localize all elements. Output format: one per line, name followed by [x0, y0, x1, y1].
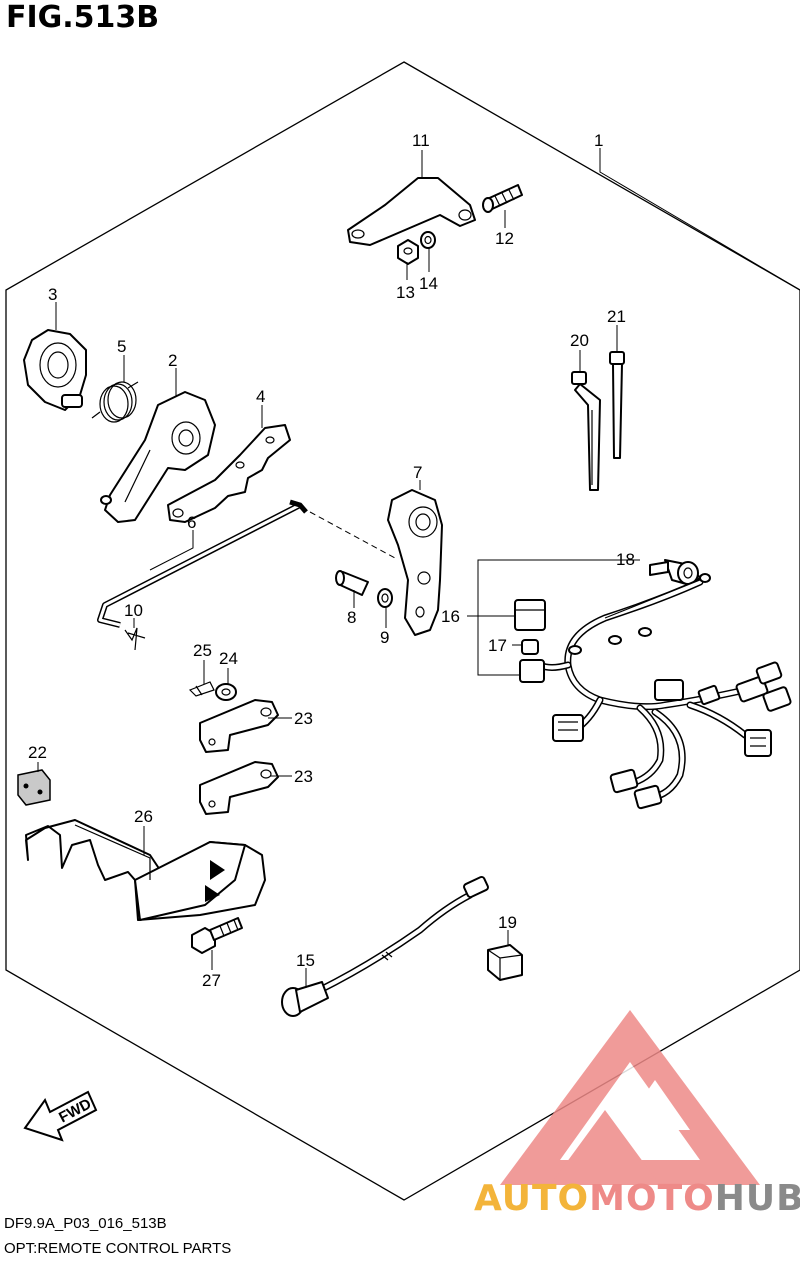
callout-16: 16 [441, 607, 460, 626]
callout-17: 17 [488, 636, 507, 655]
callout-18: 18 [616, 550, 635, 569]
callout-25: 25 [193, 641, 212, 660]
plate-part-4 [167, 424, 291, 523]
figure-title: FIG.513B [6, 0, 160, 35]
watermark-hub: HUB [714, 1178, 800, 1219]
bracket-part-11 [347, 177, 476, 246]
callout-2: 2 [168, 351, 177, 370]
callout-9: 9 [380, 628, 389, 647]
callout-8: 8 [347, 608, 356, 627]
spring-part-5 [91, 381, 139, 423]
clip-part-10 [124, 627, 146, 651]
callout-26: 26 [134, 807, 153, 826]
mounting-bracket-part-26 [25, 819, 266, 921]
cam-housing-part-3 [23, 329, 87, 411]
bolt-part-27 [191, 917, 243, 954]
callout-23a: 23 [294, 709, 313, 728]
callout-20: 20 [570, 331, 589, 350]
callout-6: 6 [187, 513, 196, 532]
kit-outline [5, 61, 800, 1201]
callout-1: 1 [594, 131, 603, 150]
watermark-auto: AUTO [474, 1178, 590, 1219]
grommet-part-18 [649, 559, 701, 586]
cable-tie-part-20 [571, 371, 601, 491]
bracket-part-23-upper [199, 699, 279, 753]
figure-description: OPT:REMOTE CONTROL PARTS [4, 1240, 232, 1257]
callout-14: 14 [419, 274, 438, 293]
callout-23b: 23 [294, 767, 313, 786]
callout-24: 24 [219, 649, 238, 668]
wire-harness [519, 573, 792, 810]
watermark-text: AUTOMOTOHUB [474, 1178, 800, 1219]
figure-code: DF9.9A_P03_016_513B [4, 1215, 167, 1232]
cap-part-19 [487, 944, 523, 981]
bolt-part-12 [482, 184, 523, 213]
callout-19: 19 [498, 913, 517, 932]
callout-3: 3 [48, 285, 57, 304]
leader-lines [37, 148, 800, 988]
bracket-part-23-lower [199, 761, 279, 815]
watermark-logo [500, 1010, 760, 1185]
washer-part-9 [377, 588, 393, 608]
lever-part-2 [100, 391, 216, 523]
rod-part-6 [97, 499, 396, 628]
callout-5: 5 [117, 337, 126, 356]
callout-15: 15 [296, 951, 315, 970]
callout-11: 11 [412, 131, 430, 150]
arm-part-7 [387, 489, 443, 636]
clip-part-25 [188, 681, 215, 697]
relay-part-16 [514, 599, 546, 631]
callout-27: 27 [202, 971, 221, 990]
callout-13: 13 [396, 283, 415, 302]
cable-part-15 [281, 875, 489, 1017]
washer-part-14 [420, 231, 436, 249]
callout-10: 10 [124, 601, 143, 620]
cable-tie-part-21 [609, 351, 625, 459]
callout-12: 12 [495, 229, 514, 248]
washer-part-24 [215, 683, 237, 701]
nut-part-13 [397, 239, 419, 265]
pin-part-8 [335, 570, 369, 596]
fwd-arrow-icon: FWD [23, 1090, 98, 1142]
watermark-moto: MOTO [589, 1178, 715, 1219]
connector-part-17 [521, 639, 539, 655]
callout-7: 7 [413, 463, 422, 482]
callout-22: 22 [28, 743, 47, 762]
pad-part-22 [17, 769, 51, 806]
callout-21: 21 [607, 307, 626, 326]
callout-4: 4 [256, 387, 265, 406]
callouts: 1 2 3 4 5 6 7 8 9 10 11 12 13 14 15 16 1… [28, 131, 635, 990]
